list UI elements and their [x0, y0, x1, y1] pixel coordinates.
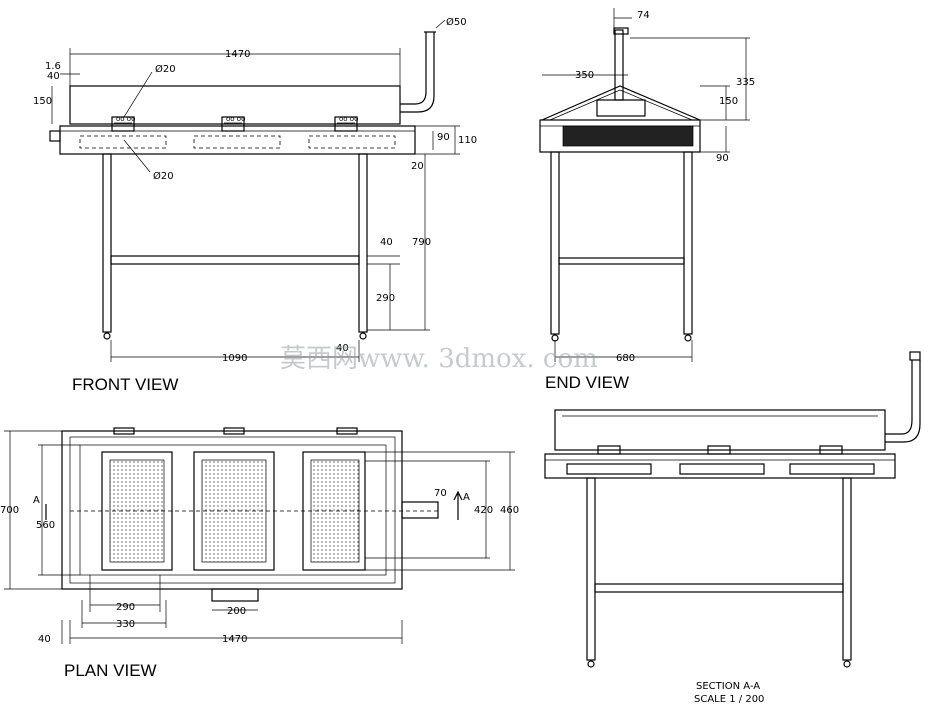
end-view: 74 350 335 150 90 680 END VIEW — [539, 8, 755, 392]
front-top — [59, 125, 416, 155]
front-dim-1470: 1470 — [225, 49, 250, 60]
watermark: 莫西网www. 3dmox. com — [280, 344, 598, 374]
front-dim-110: 110 — [458, 135, 477, 146]
plan-dim-1470: 1470 — [222, 634, 247, 645]
end-dim-350: 350 — [575, 70, 594, 81]
section-waste-pipe — [885, 360, 921, 443]
plan-dim-200: 200 — [227, 606, 246, 617]
section-crossbar — [594, 583, 844, 593]
front-view: oo oo oo oo oo oo Ø50 1470 1.6 40 150 Ø2… — [33, 16, 477, 394]
end-dim-74: 74 — [637, 10, 650, 21]
front-dim-20: 20 — [411, 161, 424, 172]
end-right-leg — [683, 151, 693, 335]
svg-text:oo oo: oo oo — [116, 115, 135, 123]
end-dim-335: 335 — [736, 77, 755, 88]
front-dim-dia50: Ø50 — [446, 16, 467, 28]
section-title: SECTION A-A — [696, 681, 760, 692]
end-left-leg — [550, 151, 560, 335]
plan-outlet — [211, 588, 259, 602]
svg-text:oo oo: oo oo — [339, 115, 358, 123]
plan-dim-40: 40 — [38, 634, 51, 645]
front-dim-1-6: 1.6 — [45, 61, 61, 72]
section-scale: SCALE 1 / 200 — [694, 694, 764, 705]
front-dim-290: 290 — [376, 293, 395, 304]
section-left-leg — [586, 477, 596, 661]
section-basins — [566, 445, 875, 475]
front-view-label: FRONT VIEW — [72, 375, 178, 394]
plan-dim-330: 330 — [116, 619, 135, 630]
plan-dim-420: 420 — [474, 505, 493, 516]
plan-view-label: PLAN VIEW — [64, 661, 157, 680]
svg-text:oo oo: oo oo — [226, 115, 245, 123]
end-crossbar — [558, 257, 685, 265]
end-view-label: END VIEW — [545, 373, 629, 392]
front-taps: oo oo oo oo oo oo — [111, 115, 358, 132]
front-dim-dia20-top: Ø20 — [155, 63, 176, 75]
front-dim-790: 790 — [412, 237, 431, 248]
front-left-tap — [49, 130, 61, 142]
front-dim-90: 90 — [437, 132, 450, 143]
plan-dim-290: 290 — [116, 602, 135, 613]
section-splashback — [554, 409, 886, 451]
end-dim-150: 150 — [719, 96, 738, 107]
plan-view: A A 700 560 70 420 460 290 330 200 — [0, 427, 519, 680]
front-dim-1090: 1090 — [222, 353, 247, 364]
plan-section-a-left: A — [33, 495, 40, 506]
end-dim-90: 90 — [716, 153, 729, 164]
end-tap — [614, 29, 624, 101]
end-roof — [541, 85, 701, 121]
plan-dim-560: 560 — [36, 520, 55, 531]
plan-dim-460: 460 — [500, 505, 519, 516]
front-crossbar — [110, 255, 360, 265]
section-a-a: SECTION A-A SCALE 1 / 200 — [544, 351, 921, 705]
front-dim-150: 150 — [33, 96, 52, 107]
front-dim-40: 40 — [47, 71, 60, 82]
plan-side-pipe — [401, 501, 439, 519]
front-dim-40-mid: 40 — [380, 237, 393, 248]
front-right-leg — [358, 153, 368, 333]
section-right-leg — [842, 477, 852, 661]
front-dim-dia20-bottom: Ø20 — [153, 170, 174, 182]
plan-section-a-right: A — [463, 492, 470, 503]
plan-dim-700: 700 — [0, 505, 19, 516]
front-dim-40-bottom: 40 — [336, 343, 349, 354]
front-waste-pipe — [400, 32, 435, 113]
plan-dim-70: 70 — [434, 488, 447, 499]
front-left-leg — [102, 153, 112, 333]
end-top — [539, 119, 701, 153]
end-dim-680: 680 — [616, 353, 635, 364]
